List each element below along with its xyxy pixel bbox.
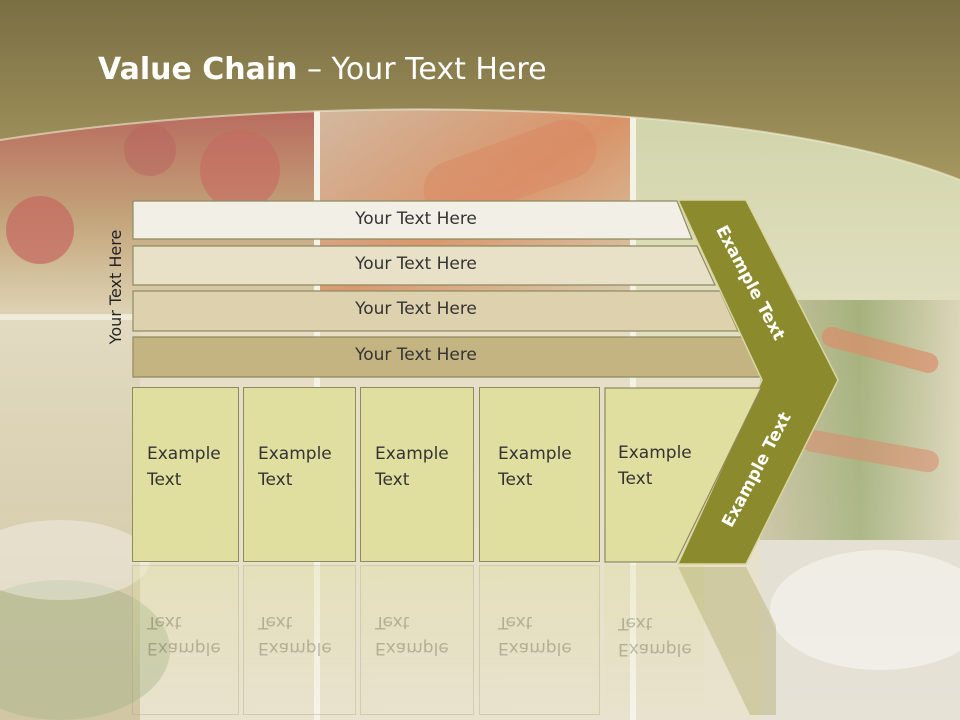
row-2: Your Text Here (132, 245, 717, 286)
reflection-1-line1: Example (147, 638, 221, 658)
box-1-line1: Example (147, 444, 221, 464)
box-5-line1: Example (618, 443, 692, 463)
box-5-line2: Text (618, 469, 653, 489)
title-bold: Value Chain (98, 52, 298, 87)
row-2-shape (132, 245, 716, 286)
row-2-label: Your Text Here (355, 254, 477, 274)
example-box-2: Example Text (243, 387, 356, 562)
title-rest: – Your Text Here (297, 52, 547, 87)
row-4-label: Your Text Here (355, 345, 477, 365)
box-2-line2: Text (258, 470, 293, 490)
reflection-4: Example Text (479, 565, 600, 715)
example-box-5-shape (604, 387, 762, 563)
row-1-label: Your Text Here (355, 209, 477, 229)
slide-title: Value Chain – Your Text Here (98, 52, 547, 87)
reflection-3-line1: Example (375, 638, 449, 658)
row-3: Your Text Here (132, 290, 740, 332)
box-3-line1: Example (375, 444, 449, 464)
reflection-1: Example Text (132, 565, 239, 715)
side-label: Your Text Here (106, 229, 125, 345)
chevron-arrow (676, 199, 839, 565)
box-3-line2: Text (375, 470, 410, 490)
reflection-4-line2: Text (498, 612, 533, 632)
reflection-2: Example Text (243, 565, 356, 715)
box-1-line2: Text (147, 470, 182, 490)
example-box-3: Example Text (360, 387, 474, 562)
example-box-1: Example Text (132, 387, 239, 562)
reflection-3-line2: Text (375, 612, 410, 632)
reflection-1-line2: Text (147, 612, 182, 632)
reflection-4-line1: Example (498, 638, 572, 658)
box-2-line1: Example (258, 444, 332, 464)
reflection-2-line1: Example (258, 638, 332, 658)
row-1: Your Text Here (132, 200, 694, 240)
box-4-line2: Text (498, 470, 533, 490)
row-3-shape (132, 290, 739, 332)
header-band (0, 0, 960, 181)
example-box-4: Example Text (479, 387, 600, 562)
box-4-line1: Example (498, 444, 572, 464)
reflection-2-line2: Text (258, 612, 293, 632)
example-box-5: Example Text (604, 387, 704, 562)
chevron-reflection (678, 567, 776, 715)
row-3-label: Your Text Here (355, 299, 477, 319)
reflection-3: Example Text (360, 565, 474, 715)
row-1-shape (132, 200, 693, 240)
